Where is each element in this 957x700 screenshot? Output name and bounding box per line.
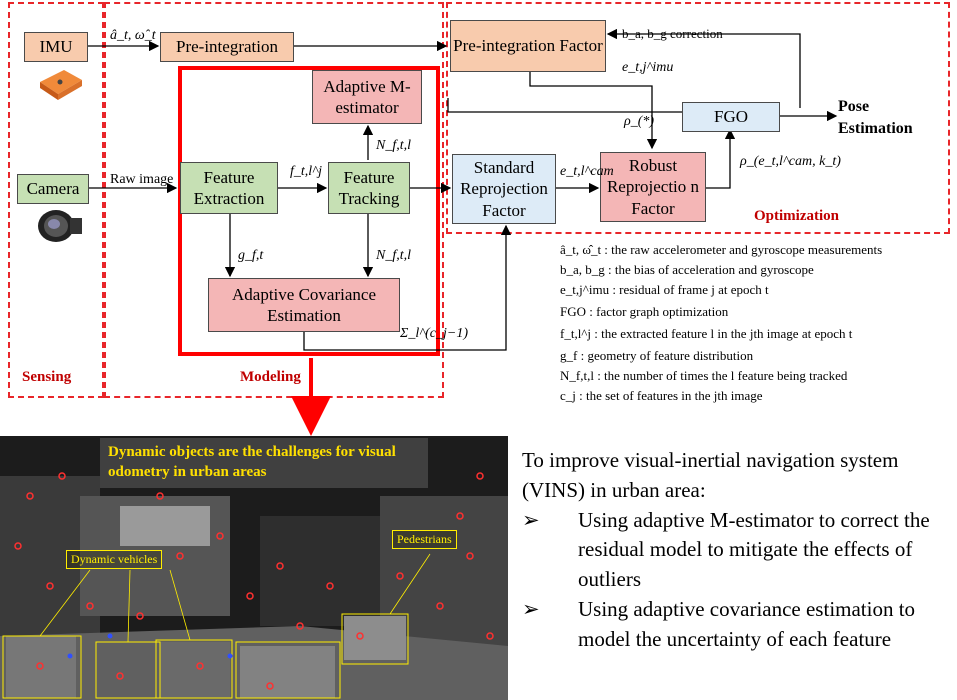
bullet-arrow-icon: ➢ (522, 507, 540, 532)
preintegration-factor-block: Pre-integration Factor (450, 20, 606, 72)
bullet-arrow-icon: ➢ (522, 597, 540, 622)
dynamic-vehicles-tag: Dynamic vehicles (66, 550, 163, 569)
legend-item: b_a, b_g : the bias of acceleration and … (560, 262, 814, 277)
photo-caption: Dynamic objects are the challenges for v… (100, 438, 428, 488)
legend-item: FGO : factor graph optimization (560, 304, 729, 319)
preintegration-block: Pre-integration (160, 32, 294, 62)
summary-bullet-text: Using adaptive covariance estimation to … (578, 597, 916, 651)
camera-block: Camera (17, 174, 89, 204)
pose-estimation-output: Pose Estimation (838, 98, 913, 138)
geometry-label: g_f,t (238, 248, 264, 263)
robust-weight-label: ρ_(e_t,l^cam, k_t) (740, 154, 841, 169)
tracking-count-top-label: N_f,t,l (376, 138, 412, 153)
legend-item: N_f,t,l : the number of times the l feat… (560, 368, 848, 383)
bias-correction-label: b_a, b_g correction (622, 26, 723, 41)
urban-street-photo: Dynamic objects are the challenges for v… (0, 436, 508, 700)
imu-device-icon (40, 70, 82, 100)
rho-label: ρ_(*) (624, 114, 655, 129)
legend-item: f_t,l^j : the extracted feature l in the… (560, 326, 853, 341)
optimization-section-frame (446, 2, 950, 234)
optimization-label: Optimization (754, 208, 839, 224)
feature-tracking-block: Feature Tracking (328, 162, 410, 214)
modeling-label: Modeling (240, 369, 301, 385)
camera-lens-icon (38, 210, 82, 242)
fgo-block: FGO (682, 102, 780, 132)
camera-residual-label: e_t,l^cam (560, 164, 614, 179)
summary-bullet-text: Using adaptive M-estimator to correct th… (578, 507, 930, 592)
sensing-label: Sensing (22, 369, 72, 385)
summary-intro: To improve visual-inertial navigation sy… (522, 448, 899, 502)
pedestrians-tag: Pedestrians (392, 530, 457, 549)
covariance-label: Σ_l^(c_j−1) (400, 326, 468, 341)
legend-item: c_j : the set of features in the jth ima… (560, 388, 763, 403)
robust-reprojection-block: Robust Reprojectio n Factor (600, 152, 706, 222)
legend-item: e_t,j^imu : residual of frame j at epoch… (560, 282, 769, 297)
adaptive-covariance-block: Adaptive Covariance Estimation (208, 278, 400, 332)
imu-measurement-label: â_t, ω̂_t (110, 28, 156, 43)
sensing-section-frame (8, 2, 104, 398)
standard-reprojection-block: Standard Reprojection Factor (452, 154, 556, 224)
diagram-connectors (88, 28, 838, 436)
legend-item: g_f : geometry of feature distribution (560, 348, 754, 363)
summary-text: To improve visual-inertial navigation sy… (522, 446, 952, 655)
feature-extraction-block: Feature Extraction (180, 162, 278, 214)
imu-residual-label: e_t,j^imu (622, 60, 674, 75)
legend-item: â_t, ω̂_t : the raw accelerometer and gy… (560, 242, 883, 257)
imu-block: IMU (24, 32, 88, 62)
raw-image-label: Raw image (110, 172, 174, 187)
summary-bullet: ➢ Using adaptive M-estimator to correct … (522, 506, 952, 595)
adaptive-m-estimator-block: Adaptive M-estimator (312, 70, 422, 124)
summary-bullet: ➢ Using adaptive covariance estimation t… (522, 595, 952, 655)
feature-label: f_t,l^j (290, 164, 322, 179)
tracking-count-bottom-label: N_f,t,l (376, 248, 412, 263)
modeling-section-frame (104, 2, 444, 398)
